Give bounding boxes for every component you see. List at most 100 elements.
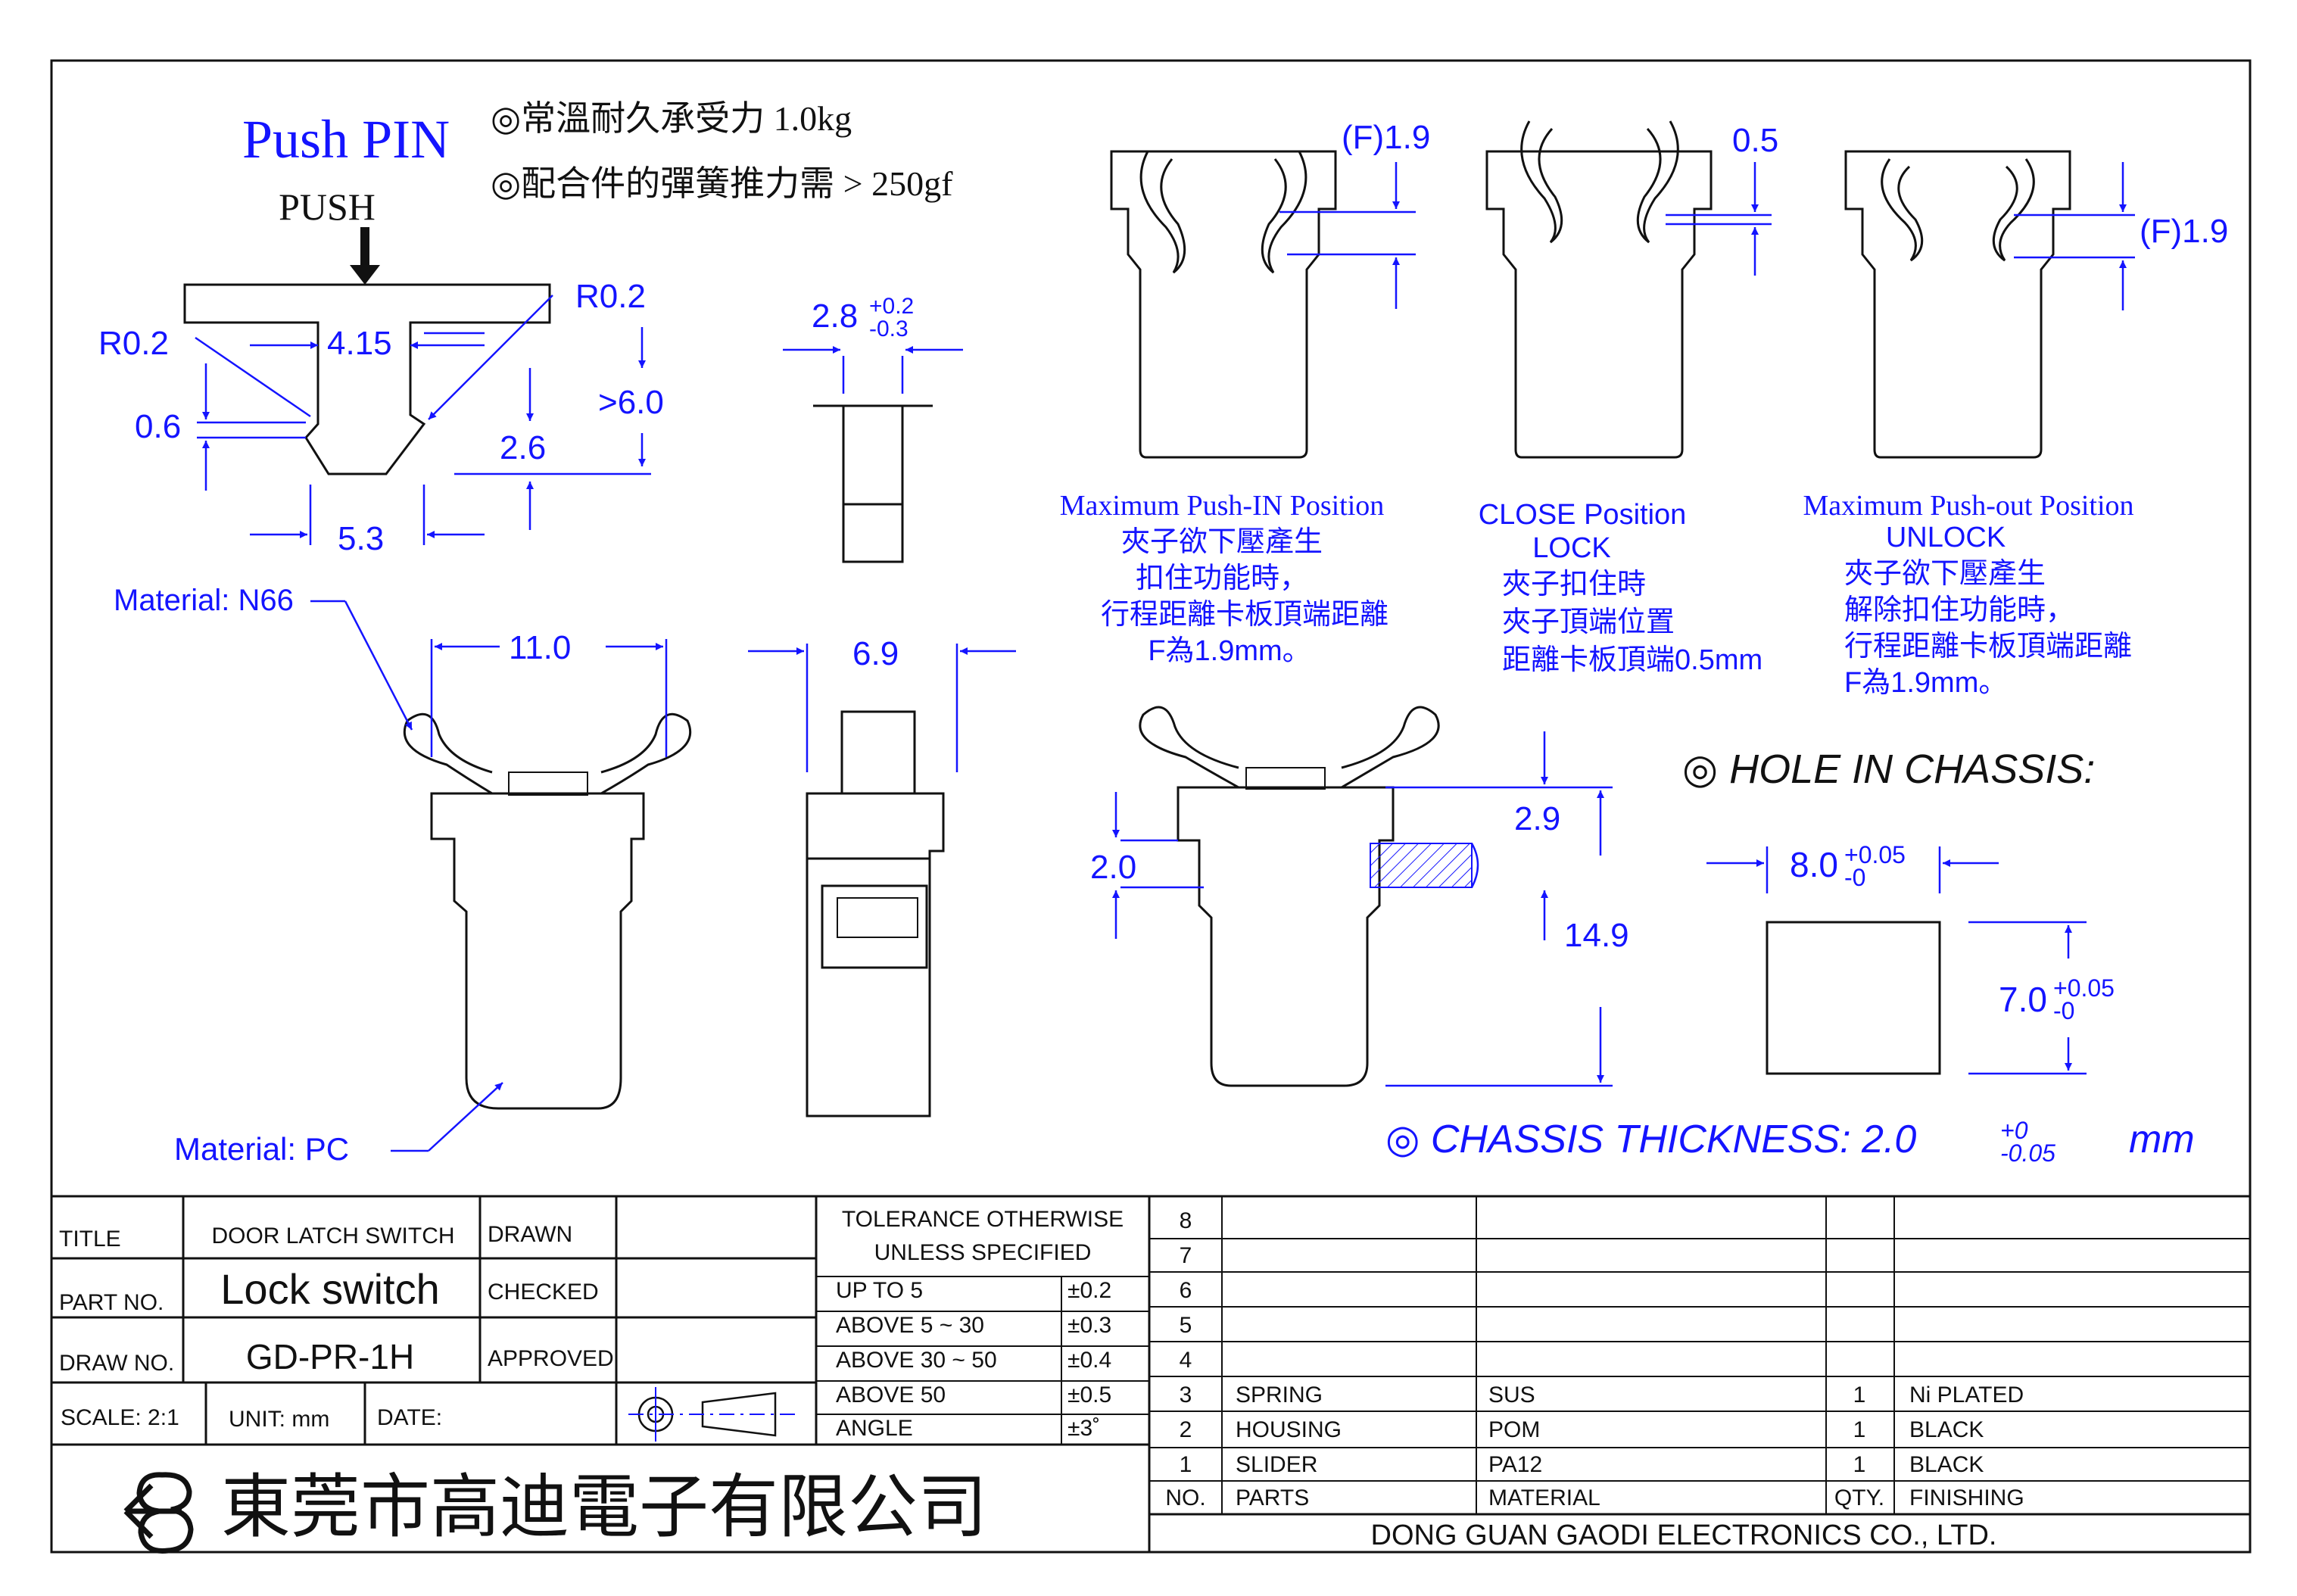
bom-item-2-no: 2 <box>1180 1417 1192 1442</box>
bom-item-2-part: HOUSING <box>1236 1417 1342 1442</box>
tolerance-header-2: UNLESS SPECIFIED <box>874 1240 1092 1265</box>
title-label: TITLE <box>59 1227 121 1252</box>
push-pin-side-view <box>783 346 963 563</box>
push-pin-profile <box>183 283 651 545</box>
dim-side-tol-up: +0.2 <box>869 294 914 319</box>
dim-mount-gap: 2.9 <box>1514 800 1560 837</box>
bom-item-1-finish: BLACK <box>1909 1452 1984 1477</box>
bom-item-3-part: SPRING <box>1236 1382 1323 1407</box>
projection-symbol-icon <box>628 1387 799 1442</box>
tol-range-2: ABOVE 5 ~ 30 <box>836 1313 984 1338</box>
chassis-thickness-tol-up: +0 <box>2000 1117 2028 1144</box>
bom-item-3-material: SUS <box>1488 1382 1535 1407</box>
dim-w-top: 4.15 <box>327 325 392 362</box>
pos1-line3: 行程距離卡板頂端距離 <box>1101 599 1388 631</box>
pos3-title: Maximum Push-out Position <box>1803 490 2133 522</box>
tolerance-header-1: TOLERANCE OTHERWISE <box>842 1207 1124 1232</box>
tol-value-4: ±0.5 <box>1067 1382 1111 1407</box>
tol-value-5: ±3˚ <box>1067 1416 1100 1441</box>
dim-r-left: R0.2 <box>98 325 169 362</box>
pos1-line1: 夾子欲下壓產生 <box>1121 526 1323 558</box>
pos2-line3: 距離卡板頂端0.5mm <box>1502 644 1762 676</box>
drawn-label: DRAWN <box>488 1222 572 1247</box>
latch-front-view <box>403 712 692 1110</box>
bom-item-2-material: POM <box>1488 1417 1540 1442</box>
bom-header-material: MATERIAL <box>1488 1485 1600 1510</box>
material-bottom-label: Material: PC <box>174 1131 349 1167</box>
note-durability: ◎常溫耐久承受力 1.0kg <box>491 99 852 138</box>
approved-label: APPROVED <box>488 1346 614 1371</box>
dim-side-width-latch: 6.9 <box>852 635 899 672</box>
bom-item-1-material: PA12 <box>1488 1452 1542 1477</box>
scale-label: SCALE: 2:1 <box>61 1405 179 1430</box>
chassis-thickness: ◎ CHASSIS THICKNESS: 2.0 <box>1385 1118 1916 1161</box>
bom-item-1-no: 1 <box>1180 1452 1192 1477</box>
tol-range-3: ABOVE 30 ~ 50 <box>836 1348 997 1373</box>
tol-value-2: ±0.3 <box>1067 1313 1111 1338</box>
pos2-line1: 夾子扣住時 <box>1502 569 1646 600</box>
dim-pos2: 0.5 <box>1732 122 1778 159</box>
draw-no-label: DRAW NO. <box>59 1351 174 1376</box>
company-name-cn: 東莞市高迪電子有限公司 <box>221 1469 987 1546</box>
dim-pos1: (F)1.9 <box>1342 119 1430 156</box>
dim-latch-width: 11.0 <box>509 629 571 666</box>
dim-h-step: 2.6 <box>500 429 546 466</box>
pos3-line4: F為1.9mm。 <box>1844 667 2007 699</box>
dim-mount-height: 14.9 <box>1564 917 1629 954</box>
pos3-subtitle: UNLOCK <box>1886 522 2006 553</box>
pos3-line1: 夾子欲下壓產生 <box>1844 558 2046 590</box>
bom-row-8: 8 <box>1180 1208 1192 1233</box>
dim-mount-flange: 2.0 <box>1090 849 1136 886</box>
latch-side-view <box>806 710 945 1118</box>
dim-side-width: 2.8 <box>812 298 858 335</box>
pos2-subtitle: LOCK <box>1532 532 1610 564</box>
bom-item-1-part: SLIDER <box>1236 1452 1317 1477</box>
hole-height-tol-up: +0.05 <box>2053 974 2115 1002</box>
sheet-border <box>50 59 2252 1554</box>
dim-side-tol-down: -0.3 <box>869 316 909 341</box>
dim-h-notch: 0.6 <box>135 408 181 445</box>
tol-value-1: ±0.2 <box>1067 1278 1111 1303</box>
pos3-line3: 行程距離卡板頂端距離 <box>1844 631 2132 662</box>
bom-row-5: 5 <box>1180 1313 1192 1338</box>
pos2-line2: 夾子頂端位置 <box>1502 606 1675 638</box>
draw-no-value: GD-PR-1H <box>246 1337 414 1376</box>
bom-header-finish: FINISHING <box>1909 1485 2024 1510</box>
bom-item-2-qty: 1 <box>1853 1417 1866 1442</box>
part-no-label: PART NO. <box>59 1290 164 1315</box>
pos1-title: Maximum Push-IN Position <box>1060 490 1385 522</box>
company-name-en: DONG GUAN GAODI ELECTRONICS CO., LTD. <box>1371 1520 1997 1551</box>
latch-mount-view <box>1139 706 1479 1087</box>
dim-pos3: (F)1.9 <box>2140 213 2228 250</box>
hole-width-tol-down: -0 <box>1844 864 1865 891</box>
part-no-value: Lock switch <box>220 1265 439 1313</box>
title-value: DOOR LATCH SWITCH <box>211 1223 454 1248</box>
bom-header-qty: QTY. <box>1834 1485 1884 1510</box>
pos2-title: CLOSE Position <box>1479 499 1687 531</box>
bom-item-3-finish: Ni PLATED <box>1909 1382 2024 1407</box>
bom-item-2-finish: BLACK <box>1909 1417 1984 1442</box>
pos1-line2: 扣住功能時， <box>1136 563 1308 594</box>
position-view-push-out <box>1844 150 2071 459</box>
hole-height-tol-down: -0 <box>2053 997 2074 1024</box>
hole-title: ◎ HOLE IN CHASSIS: <box>1682 747 2095 792</box>
dim-h-total: >6.0 <box>598 384 664 421</box>
hole-width-tol-up: +0.05 <box>1844 841 1906 868</box>
tol-range-4: ABOVE 50 <box>836 1382 946 1407</box>
bom-row-6: 6 <box>1180 1278 1192 1303</box>
push-label: PUSH <box>279 185 376 228</box>
bom-item-3-qty: 1 <box>1853 1382 1866 1407</box>
pos3-line2: 解除扣住功能時， <box>1844 594 2074 626</box>
company-logo-icon <box>123 1472 194 1554</box>
pos1-line4: F為1.9mm。 <box>1148 635 1311 667</box>
bom-header-part: PARTS <box>1236 1485 1309 1510</box>
bom-item-1-qty: 1 <box>1853 1452 1866 1477</box>
chassis-thickness-tol-down: -0.05 <box>2000 1139 2055 1167</box>
hole-width: 8.0 <box>1790 845 1838 884</box>
tol-value-3: ±0.4 <box>1067 1348 1111 1373</box>
bom-row-4: 4 <box>1180 1348 1192 1373</box>
chassis-thickness-unit: mm <box>2129 1118 2195 1161</box>
tol-range-1: UP TO 5 <box>836 1278 923 1303</box>
drawing-title: Push PIN <box>242 109 450 170</box>
